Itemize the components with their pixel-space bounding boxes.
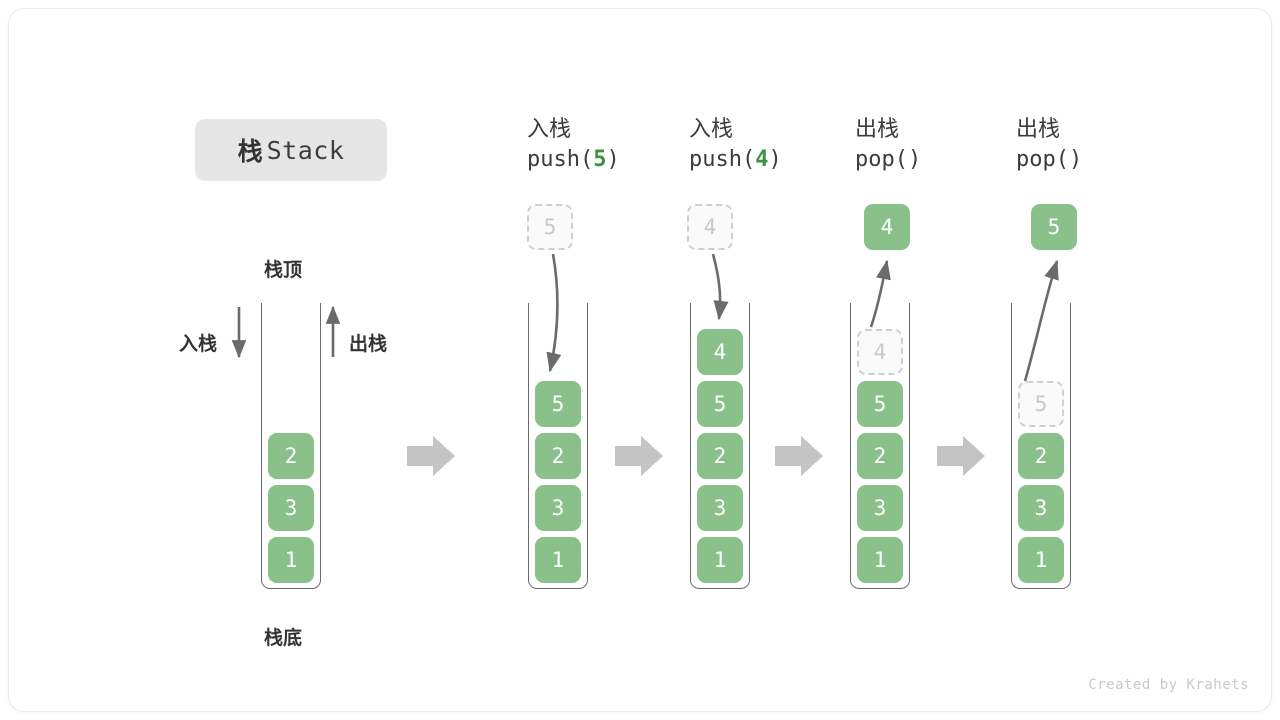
stack-cell: 5: [535, 381, 581, 427]
outgoing-cell: 4: [864, 204, 910, 250]
step-code: pop(): [855, 147, 922, 172]
label-push-side: 入栈: [179, 334, 218, 355]
step-transition-arrow: [407, 436, 455, 476]
step-header-push-4: 入栈 push(4): [689, 114, 869, 176]
title-chinese: 栈: [237, 138, 263, 166]
step-transition-arrow: [937, 436, 985, 476]
stack-cell: 1: [857, 537, 903, 583]
step-code: pop(): [1016, 147, 1083, 172]
stack-cell: 4: [697, 329, 743, 375]
stack-cell: 3: [535, 485, 581, 531]
stack-cell: 3: [268, 485, 314, 531]
outgoing-cell: 5: [1031, 204, 1077, 250]
stack-cell: 3: [1018, 485, 1064, 531]
label-pop-side: 出栈: [349, 334, 388, 355]
stack-cell-ghost: 5: [1018, 381, 1064, 427]
stack-cell: 3: [857, 485, 903, 531]
step-transition-arrow: [775, 436, 823, 476]
stack-container-step1: [528, 303, 588, 589]
label-stack-top: 栈顶: [264, 260, 303, 281]
stack-cell: 5: [857, 381, 903, 427]
title-english: Stack: [266, 135, 345, 165]
stack-cell: 3: [697, 485, 743, 531]
incoming-ghost-cell: 5: [527, 204, 573, 250]
stack-cell: 1: [697, 537, 743, 583]
stack-cell: 2: [1018, 433, 1064, 479]
step-op-label: 入栈: [689, 116, 734, 141]
stack-cell: 1: [1018, 537, 1064, 583]
stack-cell: 1: [535, 537, 581, 583]
stack-container-step2: [690, 303, 750, 589]
step-code: push(5): [527, 147, 620, 172]
step-op-label: 入栈: [527, 116, 572, 141]
step-code: push(4): [689, 147, 782, 172]
step-header-pop-1: 出栈 pop(): [855, 114, 1035, 176]
footer-credit: Created by Krahets: [1088, 677, 1249, 693]
step-op-label: 出栈: [855, 116, 900, 141]
stack-container-step3: [850, 303, 910, 589]
stack-container-initial: [261, 303, 321, 589]
stack-cell: 1: [268, 537, 314, 583]
step-transition-arrow: [615, 436, 663, 476]
diagram-title-badge: 栈 Stack: [195, 119, 387, 181]
step-header-push-5: 入栈 push(5): [527, 114, 707, 176]
diagram-canvas: 栈 Stack 栈顶 栈底 入栈 出栈 2 3 1 入栈 push(5) 5 5…: [8, 8, 1272, 712]
stack-container-step4: [1011, 303, 1071, 589]
stack-cell: 2: [268, 433, 314, 479]
stack-cell: 2: [857, 433, 903, 479]
stack-cell: 2: [535, 433, 581, 479]
incoming-ghost-cell: 4: [687, 204, 733, 250]
step-op-label: 出栈: [1016, 116, 1061, 141]
stack-cell: 5: [697, 381, 743, 427]
label-stack-bottom: 栈底: [264, 628, 303, 649]
stack-cell: 2: [697, 433, 743, 479]
stack-cell-ghost: 4: [857, 329, 903, 375]
step-header-pop-2: 出栈 pop(): [1016, 114, 1196, 176]
